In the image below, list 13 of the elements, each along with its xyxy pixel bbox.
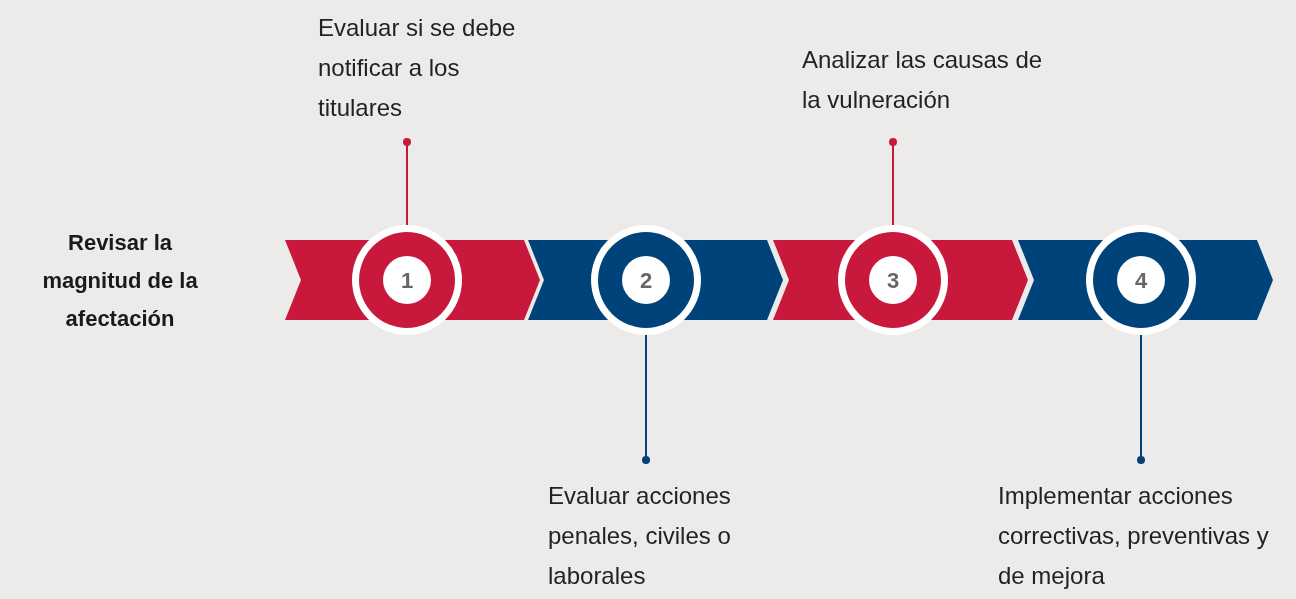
leader-line [1137, 334, 1145, 464]
leader-line [889, 138, 897, 226]
step-description: Analizar las causas de la vulneración [802, 45, 1044, 115]
step-number: 3 [886, 266, 900, 295]
heading-text: Revisar la magnitud de la afectación [41, 229, 199, 333]
step-number: 1 [400, 266, 414, 295]
step-number: 2 [639, 266, 653, 295]
leader-line [642, 334, 650, 464]
leader-line [403, 138, 411, 226]
step-number: 4 [1134, 266, 1148, 295]
step-description: Evaluar si se debe notificar a los titulares [318, 13, 517, 123]
step-description: Implementar acciones correctivas, preventivas y de mejora [998, 481, 1270, 591]
step-description: Evaluar acciones penales, civiles o laborales [548, 481, 732, 591]
